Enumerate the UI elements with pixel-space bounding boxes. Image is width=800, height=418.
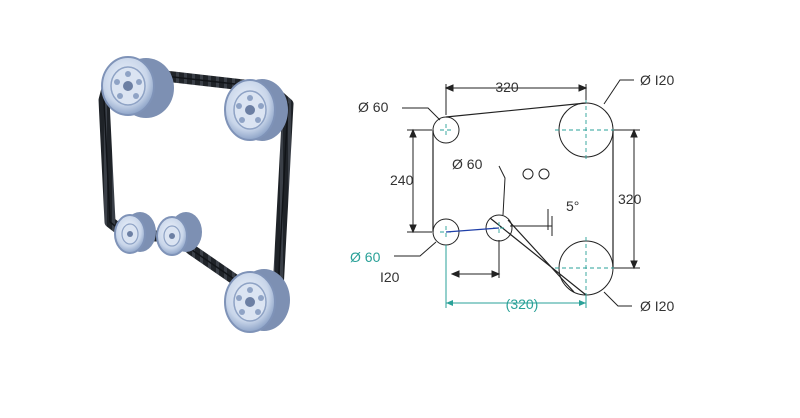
pulley-idler bbox=[156, 212, 202, 256]
pulley-bottom-right bbox=[224, 269, 290, 333]
dim-angle: 5° bbox=[566, 198, 579, 214]
small-hole-1 bbox=[522, 168, 534, 180]
pulley-assembly-illustration bbox=[98, 56, 294, 333]
leader-idler bbox=[498, 165, 506, 216]
leader-bottom-left bbox=[394, 241, 437, 257]
center-lines bbox=[440, 99, 617, 299]
pulley-top-right bbox=[224, 79, 288, 141]
small-hole-2 bbox=[538, 168, 550, 180]
angle-reference-line bbox=[445, 227, 500, 233]
pulley-top-left bbox=[101, 56, 174, 118]
leader-top-left bbox=[402, 107, 441, 121]
diameter-bottom-right: Ø I20 bbox=[640, 298, 674, 314]
dim-right-height: 320 bbox=[618, 191, 642, 207]
diameter-bottom-left: Ø 60 bbox=[350, 249, 381, 265]
diameter-idler: Ø 60 bbox=[452, 156, 483, 172]
pulley-lower-left bbox=[114, 212, 156, 254]
leader-bottom-right bbox=[603, 291, 632, 307]
diameter-top-right: Ø I20 bbox=[640, 72, 674, 88]
belt-outline bbox=[432, 102, 614, 296]
dim-offset: I20 bbox=[380, 269, 400, 285]
leader-top-right bbox=[603, 79, 634, 105]
dim-top-width: 320 bbox=[495, 79, 519, 95]
dim-left-height: 240 bbox=[390, 172, 414, 188]
dim-bottom-width: (320) bbox=[506, 296, 539, 312]
circle-top-left bbox=[432, 116, 460, 144]
diameter-top-left: Ø 60 bbox=[358, 99, 389, 115]
dimension-drawing bbox=[394, 79, 640, 308]
